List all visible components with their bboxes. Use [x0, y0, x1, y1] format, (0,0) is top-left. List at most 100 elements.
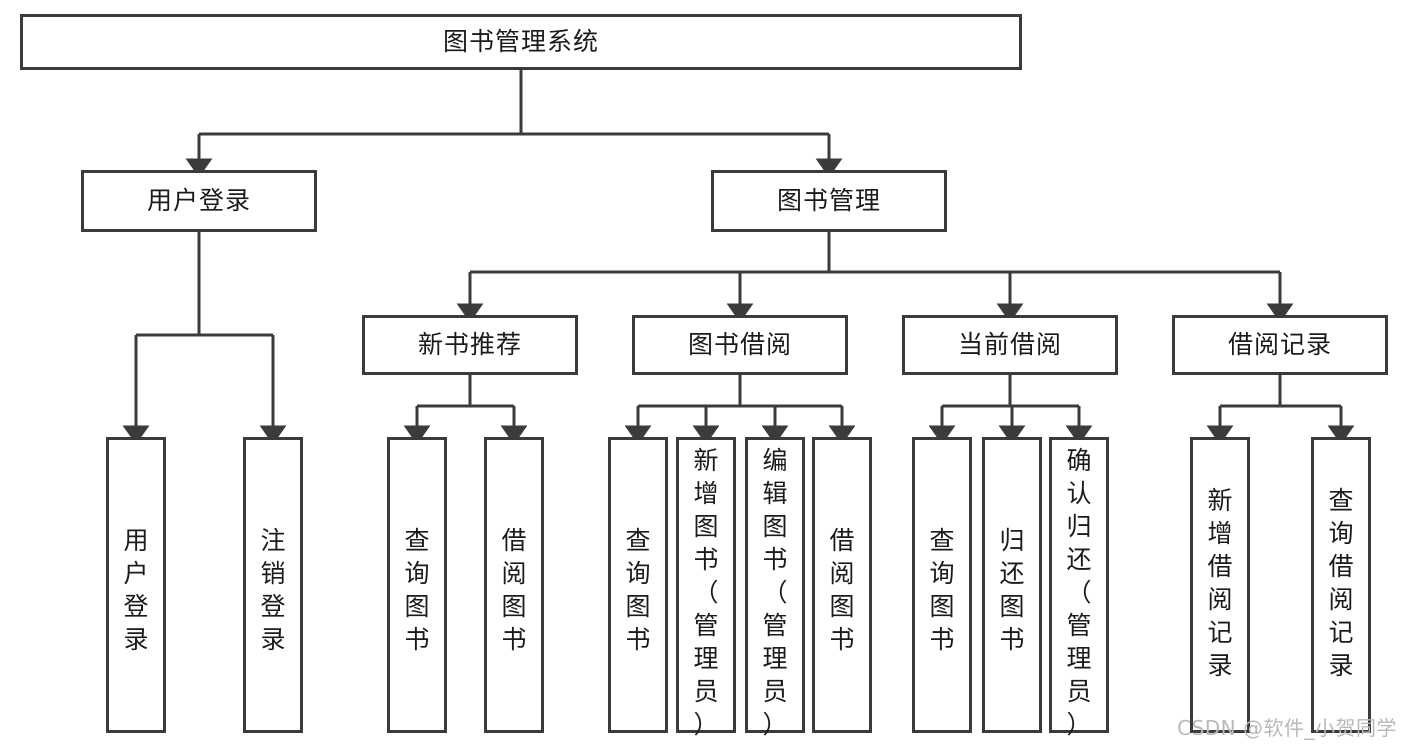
- node-label-char: 借: [1207, 552, 1233, 581]
- node-label-char: 借: [1328, 552, 1354, 581]
- node-l3-book_borrow[interactable]: 图书借阅: [632, 315, 848, 375]
- node-label-char: 录: [1328, 651, 1354, 680]
- node-label-char: 查: [625, 526, 651, 555]
- node-label-char: ）: [762, 710, 788, 739]
- node-leaf-query-book-rec[interactable]: 查询图书: [387, 437, 447, 733]
- node-label-char: （: [1066, 578, 1092, 607]
- node-label-char: 销: [260, 559, 286, 588]
- node-label-char: （: [693, 578, 719, 607]
- node-leaf-borrow-book[interactable]: 借阅图书: [812, 437, 872, 733]
- node-label: 当前借阅: [957, 330, 1062, 360]
- node-leaf-add-book-admin[interactable]: 新增图书（管理员）: [676, 437, 736, 739]
- node-label-char: 书: [762, 545, 788, 574]
- node-l3-borrow_record[interactable]: 借阅记录: [1172, 315, 1388, 375]
- node-root-book-management-system[interactable]: 图书管理系统: [20, 14, 1022, 70]
- node-label-char: 新: [1207, 486, 1233, 515]
- node-label-char: 记: [1207, 618, 1233, 647]
- node-label-char: 询: [404, 559, 430, 588]
- node-leaf-edit-book-admin[interactable]: 编辑图书（管理员）: [745, 437, 805, 739]
- node-label-char: 登: [123, 592, 149, 621]
- node-label-char: 还: [1066, 545, 1092, 574]
- node-label-char: ）: [1066, 710, 1092, 739]
- node-leaf-borrow-book-rec[interactable]: 借阅图书: [484, 437, 544, 733]
- connector-root-to-level2: [185, 70, 843, 178]
- connector-borrow-record-to-leaves: [1206, 375, 1355, 445]
- connector-new-book-rec-to-leaves: [403, 375, 528, 445]
- node-label-vertical: 查询图书: [390, 524, 444, 656]
- node-label-char: 录: [1207, 651, 1233, 680]
- node-l3-current_borrow[interactable]: 当前借阅: [902, 315, 1118, 375]
- node-leaf-logout[interactable]: 注销登录: [243, 437, 303, 733]
- node-label-vertical: 新增借阅记录: [1193, 484, 1247, 682]
- node-label-char: 记: [1328, 618, 1354, 647]
- node-leaf-query-book-current[interactable]: 查询图书: [912, 437, 972, 733]
- node-label-char: 书: [693, 545, 719, 574]
- node-label: 图书借阅: [687, 330, 792, 360]
- node-label-char: 归: [999, 526, 1025, 555]
- node-label-vertical: 借阅图书: [487, 524, 541, 656]
- node-label-char: 注: [260, 526, 286, 555]
- node-label-char: 查: [1328, 486, 1354, 515]
- node-label-char: 新: [693, 446, 719, 475]
- node-l3-new_book_rec[interactable]: 新书推荐: [362, 315, 578, 375]
- node-label-vertical: 编辑图书（管理员）: [748, 444, 802, 741]
- node-label: 新书推荐: [417, 330, 522, 360]
- node-l2-book_manage[interactable]: 图书管理: [711, 170, 947, 232]
- node-label-char: 归: [1066, 512, 1092, 541]
- connector-book-manage-to-level3: [456, 232, 1294, 323]
- node-label-char: 录: [123, 625, 149, 654]
- node-label-char: 员: [762, 677, 788, 706]
- node-label-vertical: 查询图书: [611, 524, 665, 656]
- node-label: 借阅记录: [1227, 330, 1332, 360]
- node-label-char: 阅: [501, 559, 527, 588]
- node-label-char: 书: [501, 625, 527, 654]
- node-label-vertical: 借阅图书: [815, 524, 869, 656]
- node-label-char: 增: [693, 479, 719, 508]
- node-label-char: 书: [999, 625, 1025, 654]
- node-label: 图书管理系统: [442, 27, 599, 57]
- node-leaf-query-borrow-record[interactable]: 查询借阅记录: [1311, 437, 1371, 733]
- node-label-char: 阅: [1207, 585, 1233, 614]
- node-label-char: 阅: [829, 559, 855, 588]
- node-label-char: （: [762, 578, 788, 607]
- node-label-char: 图: [693, 512, 719, 541]
- node-label-vertical: 用户登录: [109, 524, 163, 656]
- node-leaf-query-book-borrow[interactable]: 查询图书: [608, 437, 668, 733]
- node-label-char: 登: [260, 592, 286, 621]
- node-label-char: 还: [999, 559, 1025, 588]
- node-label-char: 编: [762, 446, 788, 475]
- node-label-char: 书: [404, 625, 430, 654]
- node-label-char: 确: [1066, 446, 1092, 475]
- node-label: 图书管理: [776, 186, 881, 216]
- node-label-vertical: 归还图书: [985, 524, 1039, 656]
- node-label-char: 图: [501, 592, 527, 621]
- connector-book-borrow-to-leaves: [624, 375, 856, 445]
- node-leaf-user-login[interactable]: 用户登录: [106, 437, 166, 733]
- node-l2-user_login[interactable]: 用户登录: [81, 170, 317, 232]
- node-label-char: 理: [693, 644, 719, 673]
- node-label-char: 图: [929, 592, 955, 621]
- node-label-char: 认: [1066, 479, 1092, 508]
- node-label-vertical: 注销登录: [246, 524, 300, 656]
- node-label-char: ）: [693, 710, 719, 739]
- node-label-char: 书: [625, 625, 651, 654]
- node-label-char: 书: [929, 625, 955, 654]
- node-label-char: 查: [404, 526, 430, 555]
- node-label-char: 图: [404, 592, 430, 621]
- node-label-vertical: 查询借阅记录: [1314, 484, 1368, 682]
- node-label-char: 管: [1066, 611, 1092, 640]
- node-label-char: 图: [762, 512, 788, 541]
- node-leaf-return-book[interactable]: 归还图书: [982, 437, 1042, 733]
- node-label-char: 图: [625, 592, 651, 621]
- node-label-vertical: 新增图书（管理员）: [679, 444, 733, 741]
- connector-current-borrow-to-leaves: [928, 375, 1093, 445]
- node-label-char: 辑: [762, 479, 788, 508]
- node-label-char: 图: [829, 592, 855, 621]
- node-leaf-confirm-return-admin[interactable]: 确认归还（管理员）: [1049, 437, 1109, 739]
- node-label-char: 理: [762, 644, 788, 673]
- node-label-char: 询: [625, 559, 651, 588]
- node-leaf-add-borrow-record[interactable]: 新增借阅记录: [1190, 437, 1250, 733]
- node-label-char: 理: [1066, 644, 1092, 673]
